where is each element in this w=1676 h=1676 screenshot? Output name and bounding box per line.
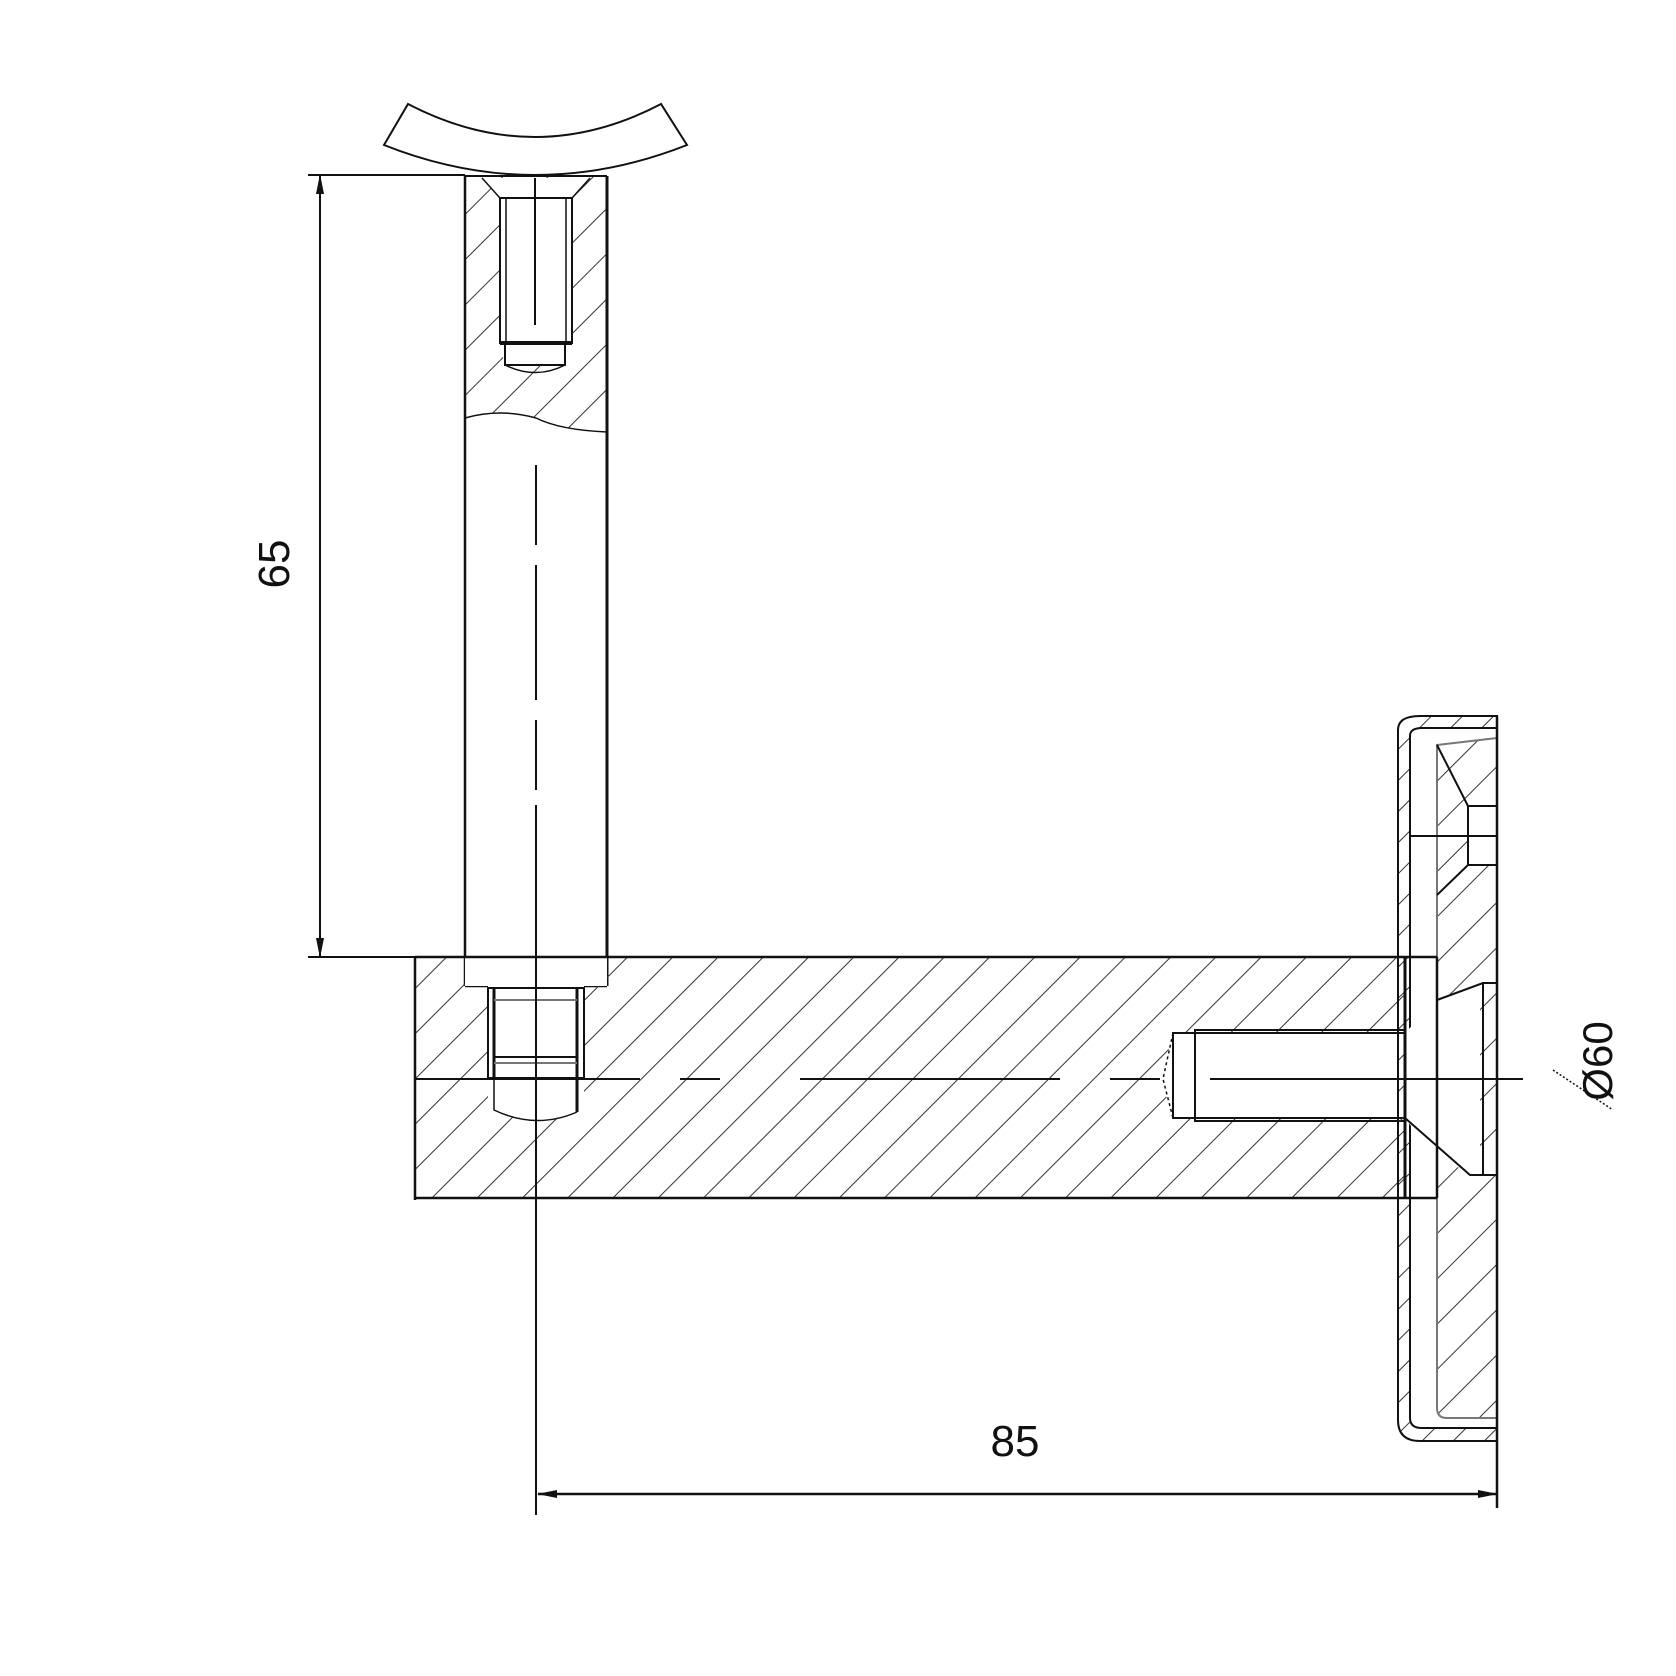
arm xyxy=(413,955,1406,1200)
dimension-label-diameter-60: Ø60 xyxy=(1574,1021,1621,1101)
dimension-label-65: 65 xyxy=(250,539,299,589)
diameter-slash xyxy=(1552,1069,1614,1111)
dimension-65 xyxy=(308,174,465,958)
dimension-label-85: 85 xyxy=(990,1417,1040,1466)
saddle xyxy=(382,102,689,176)
arm-screw-bore xyxy=(1161,1029,1406,1122)
post xyxy=(463,175,609,988)
centerlines xyxy=(534,178,1523,1515)
dimension-85 xyxy=(537,1441,1499,1508)
